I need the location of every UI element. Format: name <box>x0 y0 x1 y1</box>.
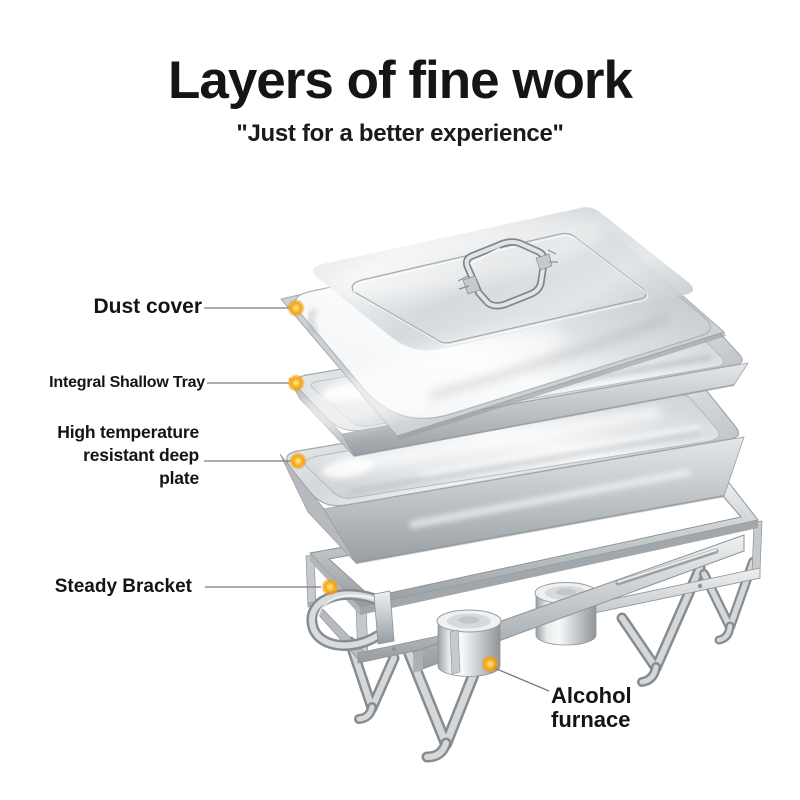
callout-label-deep-plate: High temperature resistant deep plate <box>0 421 199 490</box>
callout-dot-alcohol-furnace <box>481 655 499 673</box>
lid-handle <box>457 238 558 310</box>
steady-bracket-illustration <box>305 478 763 763</box>
callout-label-integral-shallow-tray: Integral Shallow Tray <box>49 374 205 391</box>
bracket-handle <box>306 588 386 651</box>
callout-label-deep-plate-line-3: plate <box>159 468 199 488</box>
callout-label-deep-plate-line-1: High temperature <box>57 422 199 442</box>
page-title: Layers of fine work <box>167 51 633 110</box>
leader-line-alcohol-furnace <box>491 666 550 692</box>
deep-plate-illustration <box>279 383 745 565</box>
callout-label-steady-bracket: Steady Bracket <box>54 576 192 597</box>
callout-dot-steady-bracket <box>321 578 339 596</box>
dust-cover-illustration <box>277 207 726 440</box>
callout-label-alcohol-furnace-line-1: Alcohol <box>551 683 632 708</box>
callout-lines <box>204 307 550 692</box>
callout-label-dust-cover: Dust cover <box>93 295 202 318</box>
callout-dots <box>287 299 499 673</box>
callout-label-deep-plate-line-2: resistant deep <box>83 445 199 465</box>
callout-label-alcohol-furnace: Alcohol furnace <box>551 684 632 731</box>
callout-dot-deep-plate <box>289 452 307 470</box>
callout-dot-shallow-tray <box>287 374 305 392</box>
callout-dot-dust-cover <box>287 299 305 317</box>
page-subtitle: "Just for a better experience" <box>236 120 564 147</box>
callout-label-alcohol-furnace-line-2: furnace <box>551 706 631 732</box>
